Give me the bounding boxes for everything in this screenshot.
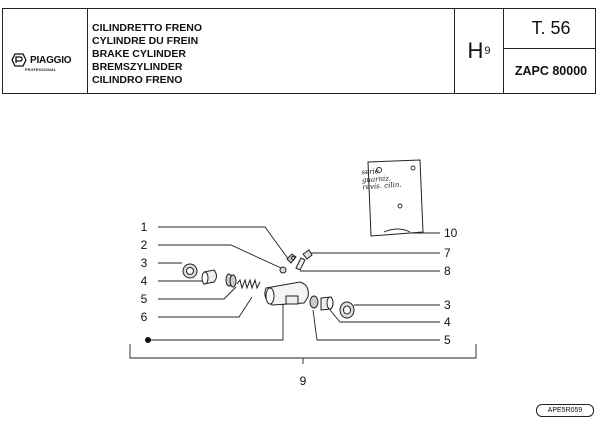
seal-kit-card	[367, 159, 424, 237]
title-english: BRAKE CYLINDER	[92, 48, 186, 60]
title-german: BREMSZYLINDER	[92, 61, 183, 73]
part-bleed-cap	[302, 249, 313, 260]
callout-7: 7	[444, 246, 451, 260]
callout-6: 6	[140, 310, 148, 324]
title-italian: CILINDRETTO FRENO	[92, 22, 203, 34]
group-number: 9	[484, 45, 491, 57]
leader-5-left	[158, 286, 237, 300]
bracket-dot	[145, 337, 151, 343]
callout-3-left: 3	[140, 256, 148, 270]
callout-5-right: 5	[444, 333, 451, 347]
seal-kit-label: serie guarniz. revis. cilin.	[361, 167, 402, 192]
leader-body	[151, 303, 284, 341]
divider	[454, 9, 455, 93]
callout-4-left: 4	[140, 274, 148, 288]
title-spanish: CILINDRO FRENO	[92, 74, 183, 86]
title-list: CILINDRETTO FRENO CYLINDRE DU FREIN BRAK…	[92, 22, 202, 87]
brand-name: PIAGGIO	[30, 54, 72, 66]
part-seal-right	[309, 295, 319, 309]
reference-code: APE5R059	[536, 404, 594, 417]
leader-2	[158, 244, 282, 269]
callout-5-left: 5	[140, 292, 148, 306]
title-block: PIAGGIO PROFESSIONAL CILINDRETTO FRENO C…	[2, 8, 596, 94]
leader-1	[158, 226, 290, 261]
part-seal-left	[225, 273, 237, 288]
brand-subtitle: PROFESSIONAL	[25, 68, 57, 72]
piaggio-hexagon-icon	[11, 53, 27, 67]
part-bleed-screw	[295, 257, 306, 271]
table-number: T. 56	[531, 17, 571, 38]
title-french: CYLINDRE DU FREIN	[92, 35, 199, 47]
leader-6	[158, 296, 253, 318]
part-washer	[279, 266, 287, 274]
leader-7	[307, 252, 440, 255]
callout-9: 9	[299, 374, 307, 388]
leader-5-right	[312, 309, 440, 341]
callout-8: 8	[444, 264, 451, 278]
part-spring	[236, 278, 261, 290]
logo-box: PIAGGIO PROFESSIONAL	[3, 9, 87, 93]
callout-10: 10	[444, 226, 458, 240]
model-code: ZAPC 80000	[514, 64, 588, 78]
divider	[503, 9, 504, 93]
leader-4-right	[329, 309, 440, 323]
callout-1: 1	[140, 220, 148, 234]
callout-2: 2	[140, 238, 148, 252]
callout-4-right: 4	[444, 315, 451, 329]
group-letter: H	[467, 38, 484, 63]
divider	[87, 9, 88, 93]
divider	[504, 48, 596, 49]
callout-3-right: 3	[444, 298, 451, 312]
bracket-9	[129, 344, 477, 359]
piaggio-logo: PIAGGIO	[11, 52, 83, 68]
